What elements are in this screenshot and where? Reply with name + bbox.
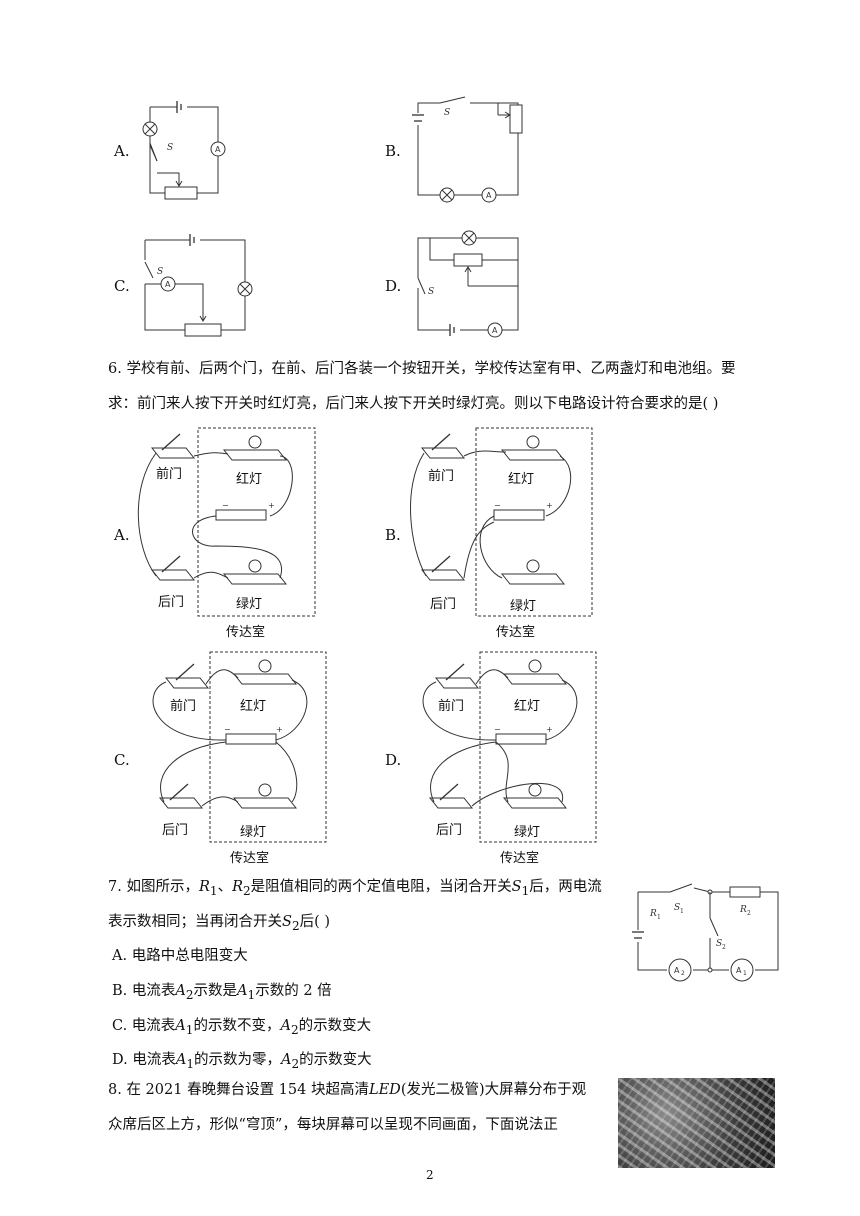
q5-option-b-label: B. bbox=[385, 142, 401, 160]
svg-text:S: S bbox=[716, 939, 722, 949]
svg-text:S: S bbox=[157, 267, 163, 277]
svg-text:绿灯: 绿灯 bbox=[236, 597, 262, 612]
red-lamp-b bbox=[500, 449, 566, 461]
svg-text:2: 2 bbox=[681, 970, 685, 977]
svg-text:−: − bbox=[222, 501, 229, 510]
svg-text:后门: 后门 bbox=[158, 595, 184, 610]
q6-text-line-2: 求：前门来人按下开关时红灯亮，后门来人按下开关时绿灯亮。则以下电路设计符合要求的… bbox=[108, 396, 719, 412]
red-lamp-c bbox=[232, 673, 298, 685]
svg-text:−: − bbox=[494, 725, 501, 734]
front-switch-b bbox=[420, 447, 466, 459]
q6-text-line-1: 6. 学校有前、后两个门，在前、后门各装一个按钮开关，学校传达室有甲、乙两盏灯和… bbox=[108, 361, 736, 377]
q5-option-d-label: D. bbox=[385, 277, 402, 295]
back-switch-c bbox=[158, 797, 204, 809]
back-switch-b bbox=[420, 569, 466, 581]
red-lamp-a bbox=[222, 449, 288, 461]
svg-text:+: + bbox=[546, 725, 553, 734]
front-switch-d bbox=[434, 677, 480, 689]
svg-text:1: 1 bbox=[680, 908, 684, 915]
svg-text:−: − bbox=[494, 501, 501, 510]
svg-text:绿灯: 绿灯 bbox=[514, 825, 540, 840]
svg-text:A: A bbox=[736, 966, 742, 975]
svg-text:红灯: 红灯 bbox=[240, 698, 266, 714]
svg-text:2: 2 bbox=[747, 910, 751, 917]
q6-option-d-label: D. bbox=[385, 751, 402, 769]
q6-option-a-label: A. bbox=[114, 526, 130, 544]
q5-circuit-a: A S bbox=[142, 101, 226, 200]
svg-text:后门: 后门 bbox=[162, 823, 188, 838]
svg-text:S: S bbox=[167, 143, 173, 153]
q6-circuit-d: 前门 红灯 − + 后门 绿灯 传达室 bbox=[422, 651, 597, 866]
svg-text:R: R bbox=[649, 909, 657, 919]
back-switch-a bbox=[150, 569, 196, 581]
svg-text:A: A bbox=[492, 326, 498, 335]
svg-text:前门: 前门 bbox=[170, 698, 196, 714]
svg-text:−: − bbox=[224, 725, 231, 734]
green-lamp-d bbox=[502, 797, 568, 809]
back-switch-d bbox=[428, 797, 474, 809]
svg-text:红灯: 红灯 bbox=[514, 698, 540, 714]
svg-text:S: S bbox=[674, 903, 680, 913]
q7-option-d: D. 电流表A1的示数为零，A2的示数变大 bbox=[112, 1052, 372, 1071]
svg-text:A: A bbox=[486, 191, 492, 200]
svg-text:R: R bbox=[739, 905, 747, 915]
svg-text:+: + bbox=[546, 501, 553, 510]
svg-text:1: 1 bbox=[657, 914, 661, 921]
front-switch-a bbox=[150, 447, 196, 459]
q7-option-a: A. 电路中总电阻变大 bbox=[112, 948, 248, 964]
q5-option-a-label: A. bbox=[114, 142, 130, 160]
svg-text:后门: 后门 bbox=[430, 597, 456, 612]
q6-option-c-label: C. bbox=[114, 751, 130, 769]
svg-text:2: 2 bbox=[722, 944, 726, 951]
svg-text:前门: 前门 bbox=[428, 468, 454, 484]
front-switch-c bbox=[164, 677, 210, 689]
page-number: 2 bbox=[426, 1168, 434, 1182]
svg-text:红灯: 红灯 bbox=[508, 471, 534, 487]
q6-circuit-a: 前门 红灯 − + 后门 绿灯 传达室 bbox=[137, 427, 316, 640]
svg-text:传达室: 传达室 bbox=[500, 850, 539, 866]
svg-text:+: + bbox=[268, 501, 275, 510]
svg-text:1: 1 bbox=[743, 970, 747, 977]
q7-option-c: C. 电流表A1的示数不变，A2的示数变大 bbox=[112, 1018, 372, 1037]
green-lamp-b bbox=[500, 573, 566, 585]
q5-option-c-label: C. bbox=[114, 277, 130, 295]
q8-text-line-1: 8. 在 2021 春晚舞台设置 154 块超高清LED(发光二极管)大屏幕分布… bbox=[108, 1082, 587, 1098]
red-lamp-d bbox=[502, 673, 568, 685]
svg-text:S: S bbox=[428, 287, 434, 297]
svg-text:传达室: 传达室 bbox=[496, 624, 535, 640]
svg-text:传达室: 传达室 bbox=[230, 850, 269, 866]
svg-text:传达室: 传达室 bbox=[226, 624, 265, 640]
q5-circuit-d: S A bbox=[417, 230, 519, 338]
q6-circuit-c: 前门 红灯 − + 后门 绿灯 传达室 bbox=[152, 651, 327, 866]
q7-circuit-diagram: R 1 S 1 R 2 S 2 A 2 A 1 bbox=[632, 883, 779, 982]
svg-text:绿灯: 绿灯 bbox=[240, 825, 266, 840]
led-screen-photo bbox=[618, 1078, 775, 1168]
svg-text:A: A bbox=[215, 145, 221, 154]
q5-circuit-c: S A bbox=[144, 234, 253, 337]
svg-text:S: S bbox=[444, 108, 450, 118]
svg-text:绿灯: 绿灯 bbox=[510, 599, 536, 614]
svg-text:前门: 前门 bbox=[438, 698, 464, 714]
q6-circuit-b: 前门 红灯 − + 后门 绿灯 传达室 bbox=[410, 427, 593, 640]
svg-text:A: A bbox=[674, 966, 680, 975]
q7-text-line-1: 7. 如图所示，R1、R2是阻值相同的两个定值电阻，当闭合开关S1后，两电流 bbox=[108, 879, 602, 898]
q5-circuit-b: S A bbox=[412, 96, 523, 203]
svg-text:A: A bbox=[165, 280, 171, 289]
svg-text:前门: 前门 bbox=[156, 466, 182, 482]
svg-text:+: + bbox=[276, 725, 283, 734]
q7-text-line-2: 表示数相同；当再闭合开关S2后( ) bbox=[108, 914, 331, 933]
q6-option-b-label: B. bbox=[385, 526, 401, 544]
q7-option-b: B. 电流表A2示数是A1示数的 2 倍 bbox=[112, 983, 332, 1002]
q8-text-line-2: 众席后区上方，形似“穹顶”，每块屏幕可以呈现不同画面，下面说法正 bbox=[108, 1117, 558, 1133]
green-lamp-c bbox=[232, 797, 298, 809]
green-lamp-a bbox=[222, 573, 288, 585]
svg-text:红灯: 红灯 bbox=[236, 471, 262, 487]
svg-text:后门: 后门 bbox=[436, 823, 462, 838]
